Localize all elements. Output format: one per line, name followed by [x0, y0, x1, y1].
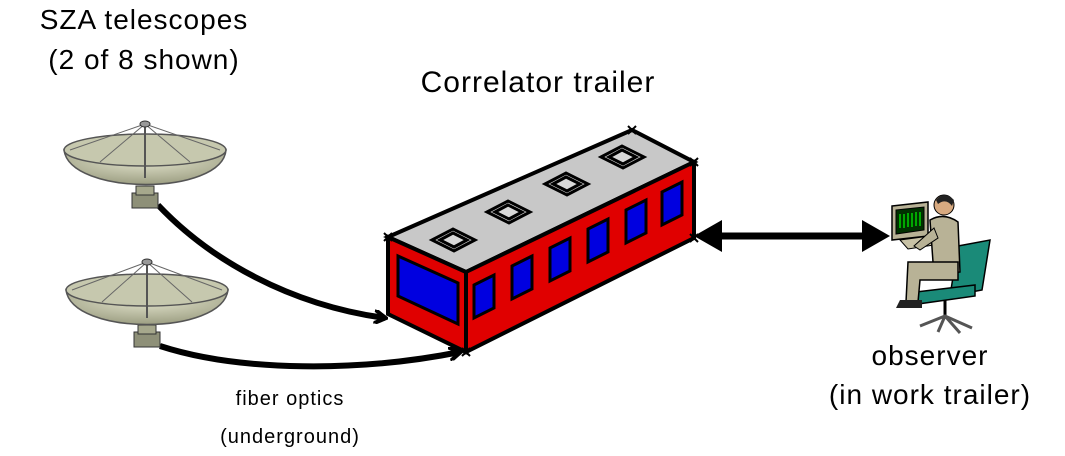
fiber-optics-label-line1: fiber optics — [235, 388, 345, 410]
dish-antenna-icon — [65, 258, 229, 348]
dish-antenna-icon — [63, 120, 227, 209]
trailer-icon — [383, 125, 699, 357]
double-arrow-icon — [694, 220, 890, 252]
telescopes-label-line1: SZA telescopes — [39, 4, 249, 35]
fiber-cable-2 — [159, 343, 460, 370]
observer-at-computer-icon — [891, 194, 991, 334]
fiber-optics-label-line2: (underground) — [220, 426, 360, 448]
observer-label-line2: (in work trailer) — [828, 379, 1032, 410]
telescopes-label-line2: (2 of 8 shown) — [48, 44, 240, 75]
correlator-trailer-label: Correlator trailer — [420, 66, 656, 99]
fiber-cable-1 — [155, 202, 385, 318]
observer-label-line1: observer — [871, 340, 989, 371]
